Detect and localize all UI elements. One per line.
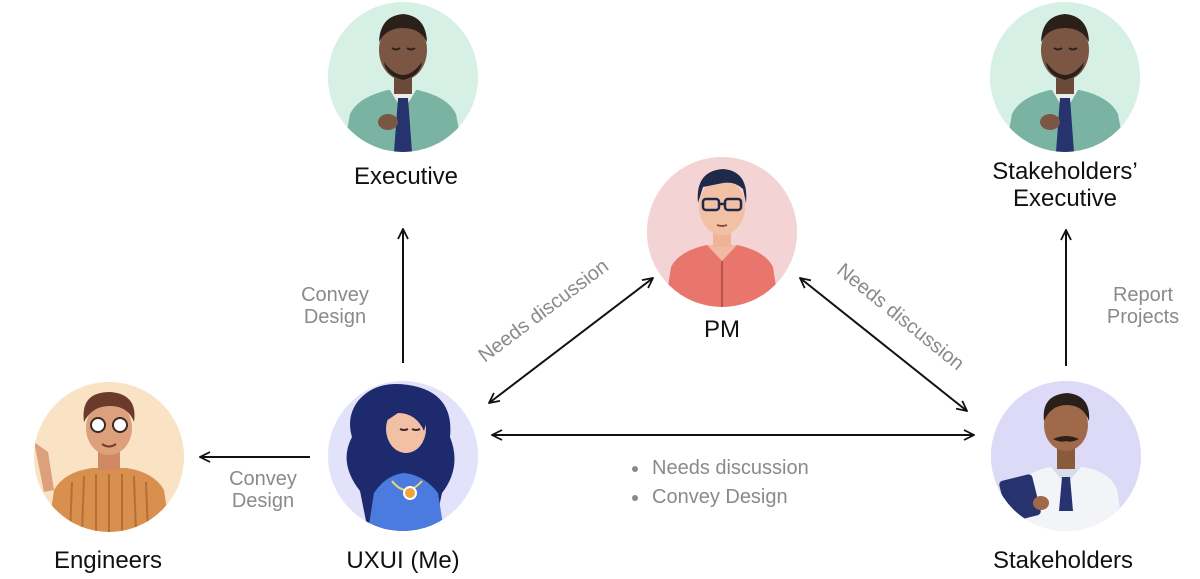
edge-label-uxui-stakeholders: Needs discussion Convey Design [632,454,809,512]
uxui-label: UXUI (Me) [346,547,460,574]
edge-label-uxui-executive: Convey Design [280,284,390,328]
bullet-text-needs-discussion: Needs discussion [652,457,809,479]
edge-label-uxui-engineers-line2: Design [231,490,295,512]
bullet-item: Convey Design [632,483,809,512]
engineers-label: Engineers [53,547,163,574]
arrow-uxui-pm [489,278,653,403]
arrow-pm-stakeholders [800,278,967,411]
stakeholders-avatar [991,381,1141,531]
executive-label: Executive [353,163,459,190]
edge-label-uxui-engineers-line1: Convey [229,468,297,490]
bullet-dot [632,465,638,472]
stakeholders-executive-label-line1: Stakeholders’ [992,158,1138,185]
edge-label-uxui-executive-line1: Convey [301,284,369,306]
pm-avatar [647,157,797,307]
bullet-item: Needs discussion [632,454,809,483]
stakeholders-label: Stakeholders [992,547,1134,574]
uxui-avatar [328,381,478,531]
stakeholders-executive-label: Stakeholders’ Executive [965,158,1165,212]
engineers-avatar [34,382,184,532]
edge-label-stakeholders-exec-line1: Report [1112,284,1174,306]
edge-label-uxui-engineers: Convey Design [208,468,318,512]
stakeholders-executive-label-line2: Executive [1012,185,1118,212]
edge-label-stakeholders-exec-line2: Projects [1106,306,1180,328]
stakeholders-executive-avatar [990,2,1140,152]
bullet-dot [632,494,638,501]
edge-label-uxui-executive-line2: Design [303,306,367,328]
bullet-text-convey-design: Convey Design [652,486,788,508]
pm-label: PM [704,316,740,343]
edge-label-stakeholders-exec: Report Projects [1090,284,1196,328]
executive-avatar [328,2,478,152]
